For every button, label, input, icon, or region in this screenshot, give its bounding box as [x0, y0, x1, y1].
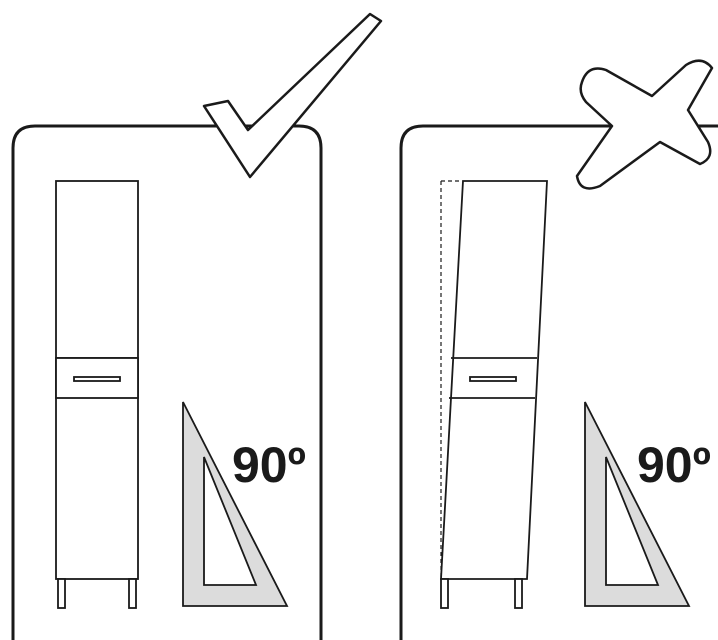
- panel-correct: 90º: [11, 12, 383, 640]
- cabinet-leaning: [440, 180, 548, 609]
- cabinet-upright: [55, 180, 139, 609]
- cabinet-leg-left: [57, 578, 66, 609]
- cabinet-leg-right: [128, 578, 137, 609]
- set-square-icon: [182, 401, 289, 607]
- drawer-handle: [469, 376, 517, 382]
- angle-label: 90º: [637, 437, 711, 493]
- cabinet-leg-right: [514, 578, 523, 609]
- cross-icon: [575, 59, 714, 190]
- set-square-icon: [584, 401, 691, 607]
- angle-label: 90º: [232, 437, 306, 493]
- vertical-reference-outline: [440, 180, 462, 579]
- checkmark-icon: [202, 12, 383, 179]
- panel-incorrect: 90º: [399, 59, 718, 640]
- cabinet-leg-left: [440, 578, 449, 609]
- panel-frame: [399, 124, 718, 640]
- drawer-handle: [73, 376, 121, 382]
